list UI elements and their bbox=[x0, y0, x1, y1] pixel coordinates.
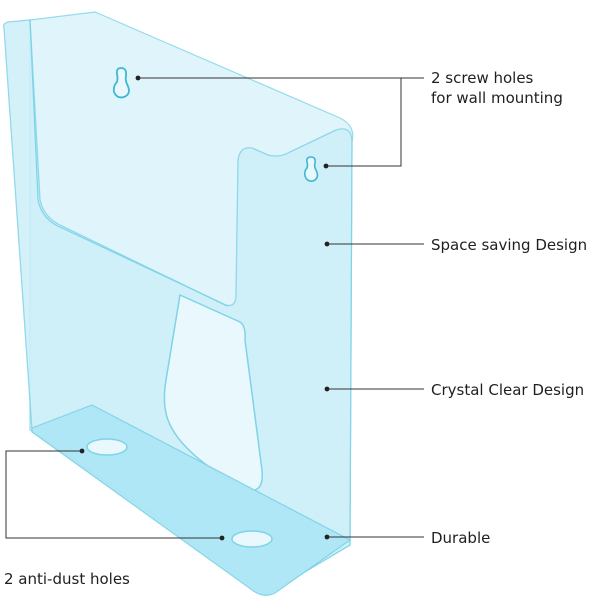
dot-durable bbox=[324, 534, 330, 540]
leader-anti-dust bbox=[5, 450, 222, 539]
dot-dust-2 bbox=[219, 535, 225, 541]
leader-dots bbox=[79, 75, 330, 541]
screw-hole-2-icon bbox=[303, 156, 319, 182]
leader-screw-holes bbox=[138, 77, 402, 167]
screw-hole-1-icon bbox=[112, 67, 130, 99]
callout-screw-holes-line2: for wall mounting bbox=[431, 89, 563, 107]
callout-screw-holes: 2 screw holes for wall mounting bbox=[431, 68, 563, 108]
dot-space bbox=[324, 241, 330, 247]
dot-screw-1 bbox=[135, 75, 141, 81]
holder-inner-edge bbox=[29, 19, 229, 307]
callout-crystal-clear: Crystal Clear Design bbox=[431, 381, 585, 399]
anti-dust-hole-2-icon bbox=[231, 530, 273, 548]
anti-dust-hole-1-icon bbox=[86, 438, 128, 456]
callout-screw-holes-line1: 2 screw holes bbox=[431, 69, 534, 87]
callout-anti-dust: 2 anti-dust holes bbox=[4, 570, 130, 588]
callout-durable: Durable bbox=[431, 529, 491, 547]
dot-dust-1 bbox=[79, 448, 85, 454]
callout-space-saving: Space saving Design bbox=[431, 236, 588, 254]
leader-lines bbox=[5, 77, 424, 539]
dot-screw-2 bbox=[323, 163, 329, 169]
dot-crystal bbox=[324, 386, 330, 392]
